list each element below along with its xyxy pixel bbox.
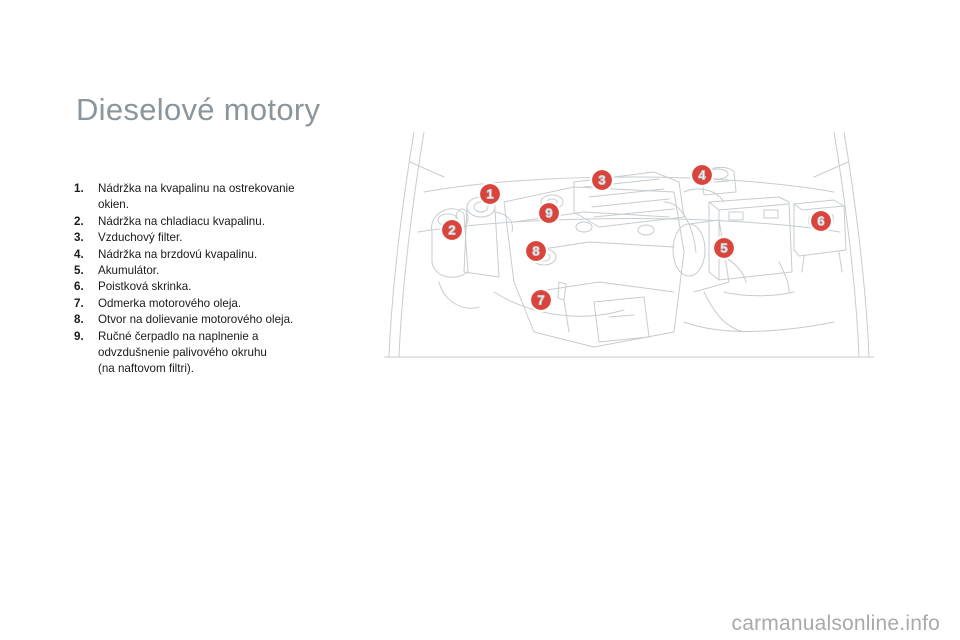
legend-number: 6. xyxy=(74,280,84,294)
callout-4: 4 xyxy=(689,162,715,188)
callout-label: 9 xyxy=(545,206,552,221)
callout-label: 2 xyxy=(448,223,455,238)
legend-text: Vzduchový filter. xyxy=(98,231,183,245)
legend-item: 6. Poistková skrinka. xyxy=(74,279,324,295)
legend-item: 1. Nádržka na kvapalinu na ostrekovanie o… xyxy=(74,181,324,214)
coolant-reservoir xyxy=(431,208,480,309)
legend-text: Poistková skrinka. xyxy=(98,280,192,294)
legend-number: 4. xyxy=(74,247,84,261)
legend-number: 9. xyxy=(74,329,84,343)
callout-5: 5 xyxy=(711,235,737,261)
legend-item: 4. Nádržka na brzdovú kvapalinu. xyxy=(74,247,324,263)
legend-item: 5. Akumulátor. xyxy=(74,263,324,279)
legend-number: 8. xyxy=(74,313,84,327)
callout-label: 7 xyxy=(537,293,544,308)
lower-hoses xyxy=(493,291,835,332)
legend-number: 7. xyxy=(74,296,84,310)
callout-2: 2 xyxy=(439,217,465,243)
hood-outline xyxy=(384,132,874,358)
legend-number: 5. xyxy=(74,264,84,278)
watermark: carmanualsonline.info xyxy=(731,612,940,635)
legend-text: Akumulátor. xyxy=(98,264,160,278)
callout-label: 5 xyxy=(720,241,727,256)
callout-6: 6 xyxy=(808,208,834,234)
callout-9: 9 xyxy=(536,200,562,226)
legend-item: 3. Vzduchový filter. xyxy=(74,230,324,246)
legend-text: Ručné čerpadlo na naplnenie a odvzdušnen… xyxy=(98,329,267,376)
legend-number: 3. xyxy=(74,231,84,245)
callout-label: 3 xyxy=(598,173,605,188)
legend-text: Odmerka motorového oleja. xyxy=(98,296,242,310)
legend-text: Nádržka na kvapalinu na ostrekovanie oki… xyxy=(98,182,295,212)
page-title: Dieselové motory xyxy=(76,92,321,127)
callout-7: 7 xyxy=(528,287,554,313)
legend-text: Nádržka na chladiacu kvapalinu. xyxy=(98,214,265,228)
legend-list: 1. Nádržka na kvapalinu na ostrekovanie o… xyxy=(74,181,324,378)
callout-8: 8 xyxy=(523,238,549,264)
callout-label: 1 xyxy=(486,187,493,202)
callout-label: 8 xyxy=(532,244,539,259)
legend-number: 2. xyxy=(74,214,84,228)
callout-label: 4 xyxy=(698,168,706,183)
air-filter-housing xyxy=(573,171,697,253)
legend-item: 2. Nádržka na chladiacu kvapalinu. xyxy=(74,214,324,230)
engine-block xyxy=(503,186,685,348)
legend-text: Otvor na dolievanie motorového oleja. xyxy=(98,313,294,327)
legend-text: Nádržka na brzdovú kvapalinu. xyxy=(98,247,258,261)
legend-item: 7. Odmerka motorového oleja. xyxy=(74,296,324,312)
engine-bay-illustration: 1 2 3 4 5 6 7 8 9 xyxy=(384,132,874,358)
legend-item: 8. Otvor na dolievanie motorového oleja. xyxy=(74,312,324,328)
legend-number: 1. xyxy=(74,182,84,195)
callout-3: 3 xyxy=(589,167,615,193)
callout-1: 1 xyxy=(477,181,503,207)
callout-label: 6 xyxy=(817,214,824,229)
legend-item: 9. Ručné čerpadlo na naplnenie a odvzdušn… xyxy=(74,329,324,378)
